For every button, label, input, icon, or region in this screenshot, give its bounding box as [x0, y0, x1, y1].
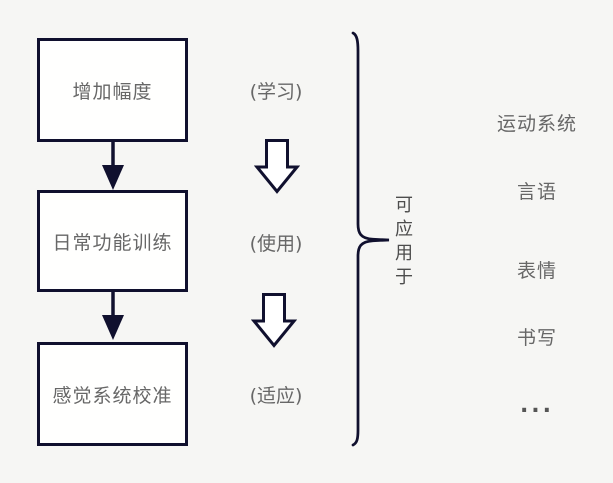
flow-box-label: 日常功能训练 — [52, 231, 173, 254]
flow-box-label: 感觉系统校准 — [52, 384, 173, 407]
stage-annotation-use: (使用) — [249, 233, 303, 255]
brace-label: 可应用于 — [395, 195, 413, 288]
application-item: 表情 — [516, 260, 557, 282]
stage-annotation-adapt: (适应) — [249, 385, 303, 407]
flow-box-step-3: 感觉系统校准 — [37, 342, 188, 446]
down-arrow-solid-icon — [102, 292, 124, 340]
stage-annotation-learn: (学习) — [249, 81, 303, 103]
application-item: 书写 — [516, 327, 557, 349]
down-arrow-hollow-icon — [254, 139, 300, 194]
flow-box-label: 增加幅度 — [72, 80, 153, 103]
flow-box-step-2: 日常功能训练 — [37, 190, 188, 292]
curly-brace — [351, 31, 390, 447]
down-arrow-hollow-icon — [251, 293, 297, 348]
down-arrow-solid-icon — [102, 142, 124, 190]
flow-box-step-1: 增加幅度 — [37, 38, 188, 142]
application-item-ellipsis: ... — [519, 393, 555, 418]
application-item: 言语 — [516, 181, 557, 203]
application-item: 运动系统 — [496, 113, 577, 135]
